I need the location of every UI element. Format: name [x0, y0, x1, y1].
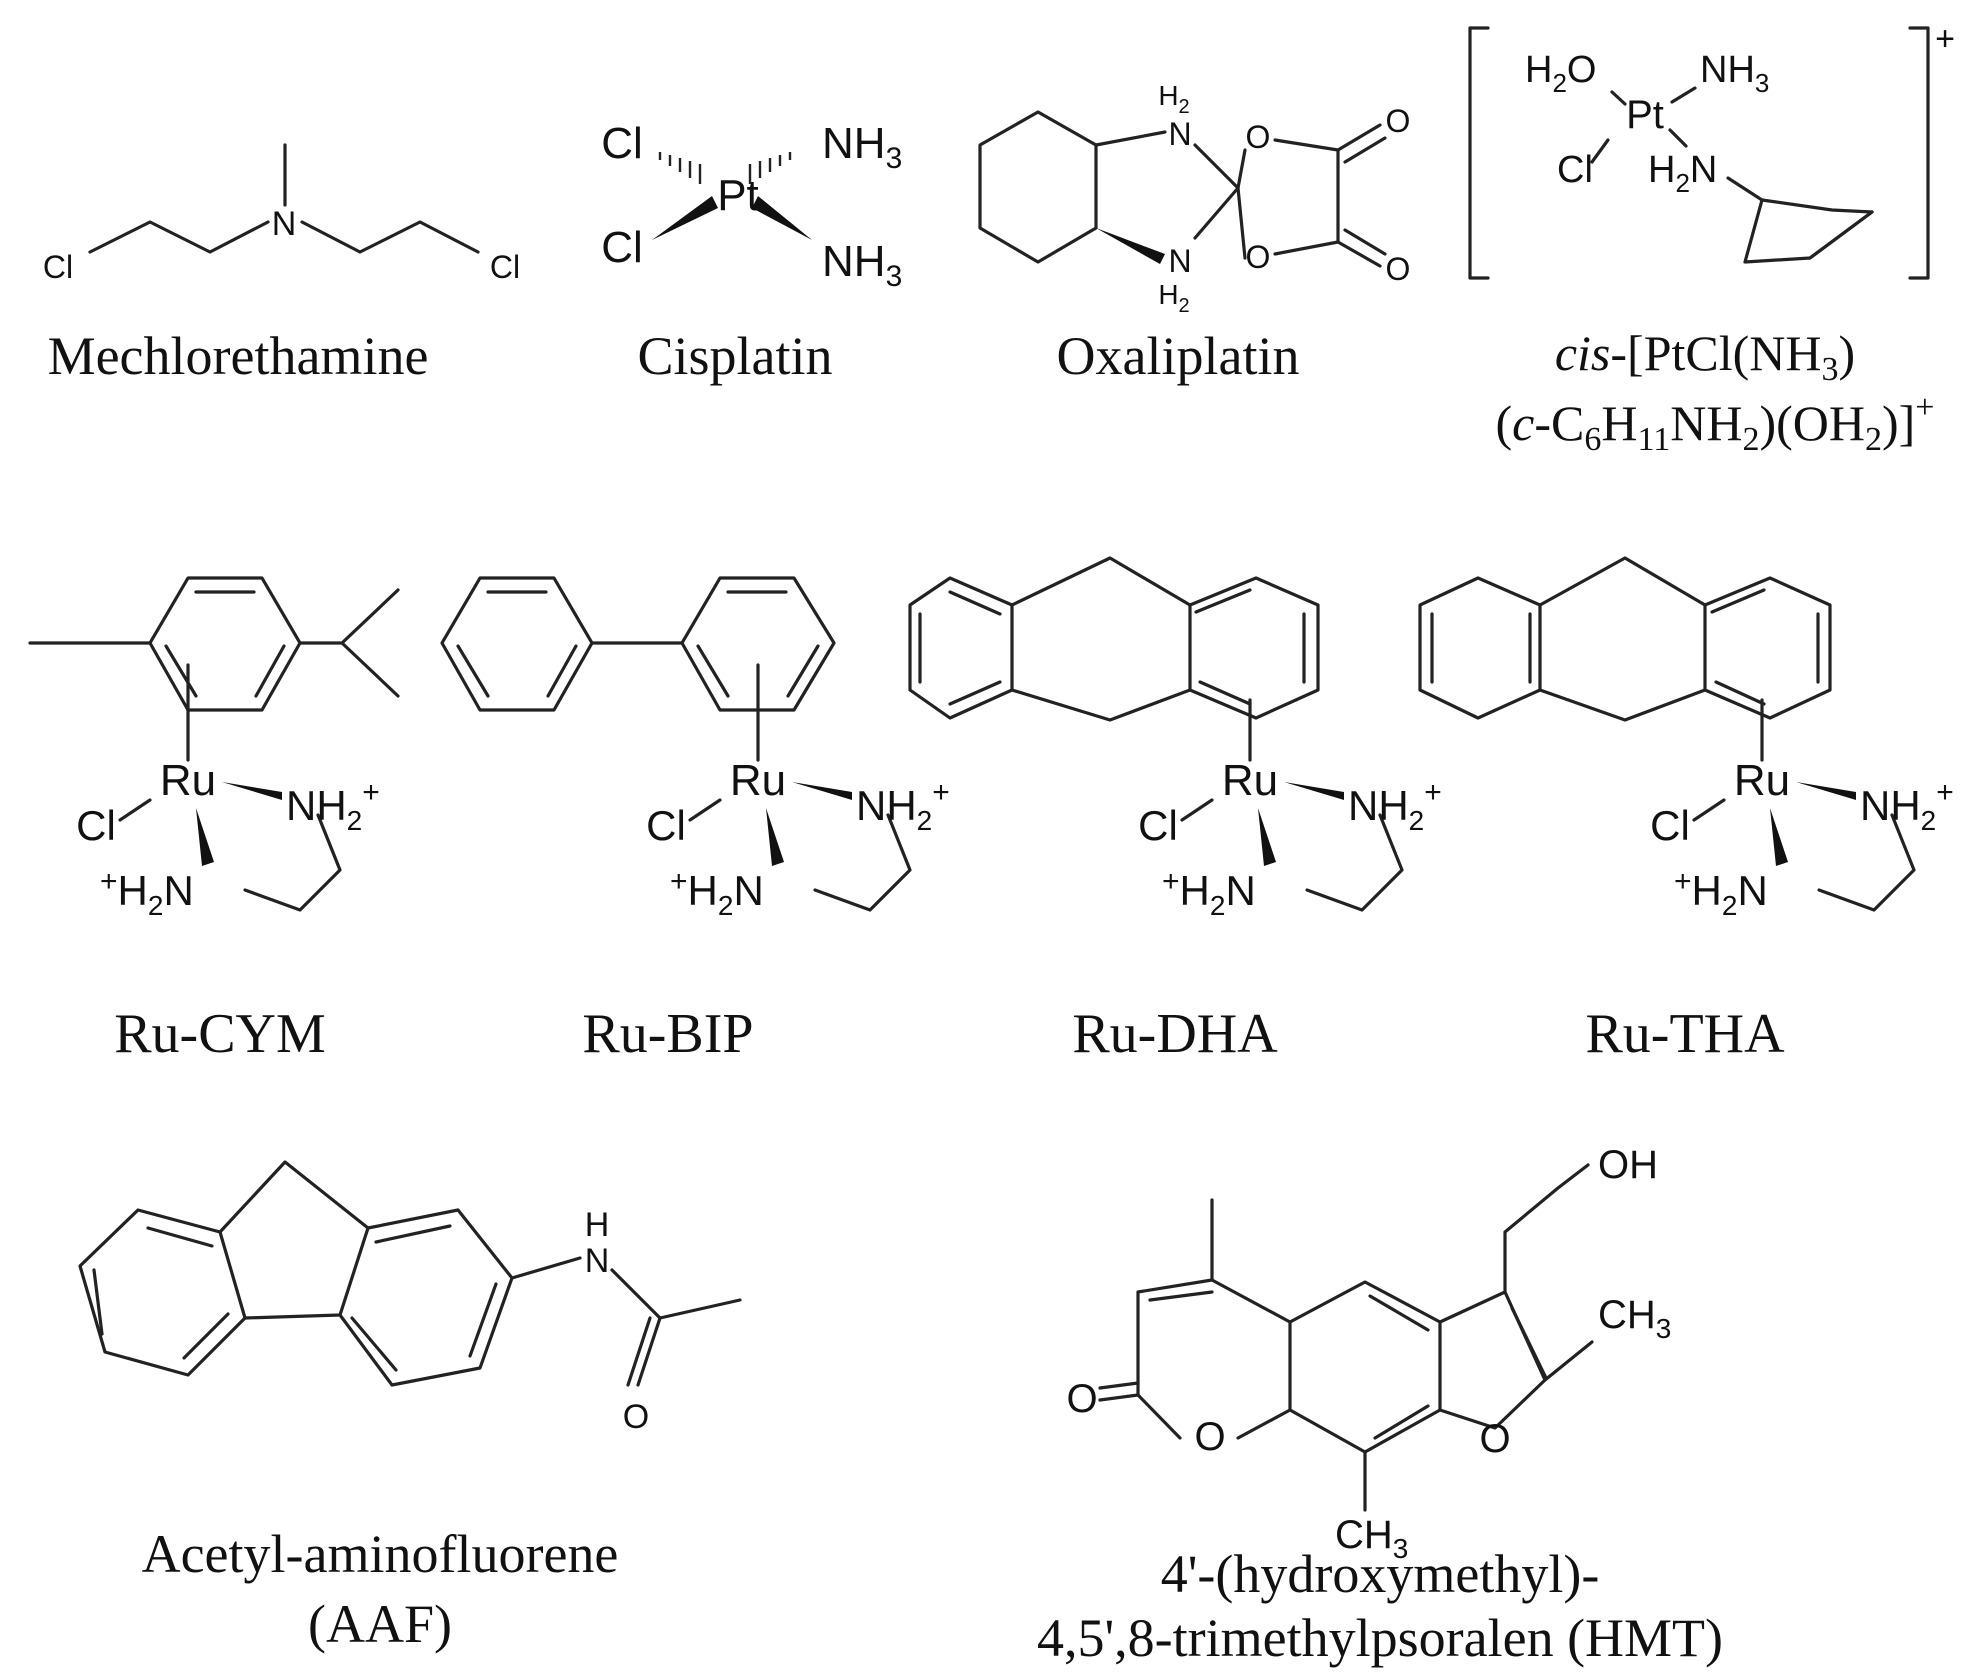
cisplatin-nh3-bottom-atom: NH3	[822, 237, 902, 293]
ru-dha-label: Ru-DHA	[1072, 1003, 1278, 1065]
ru-h2n-atom: +H2N	[1162, 865, 1256, 921]
ru-bip-coordination: Ru Cl NH2+ +H2N	[646, 756, 950, 921]
ru-cl-atom: Cl	[76, 802, 116, 849]
oxaliplatin-n-top-atom: N	[1168, 116, 1191, 152]
cisplatin-nh3-top-atom: NH3	[822, 119, 902, 175]
ru-nh2-atom: NH2+	[286, 776, 380, 836]
oxaliplatin-o1-atom: O	[1246, 119, 1271, 155]
pt-complex-charge: +	[1935, 20, 1955, 58]
ru-cym-coordination: Ru Cl NH2+ +H2N	[76, 756, 380, 921]
ru-cl-atom: Cl	[646, 802, 686, 849]
ru-atom: Ru	[730, 756, 786, 805]
aaf-o-atom: O	[623, 1398, 649, 1436]
ru-cl-atom: Cl	[1138, 802, 1178, 849]
ru-cym-label: Ru-CYM	[114, 1003, 326, 1065]
pt-complex-h2o-atom: H2O	[1525, 49, 1596, 98]
oxaliplatin-o2-atom: O	[1246, 239, 1271, 275]
pt-complex-label-line1: cis-[PtCl(NH3)	[1555, 325, 1855, 388]
ru-tha-structure	[1418, 556, 1832, 762]
ru-atom: Ru	[1222, 756, 1278, 805]
ru-atom: Ru	[160, 756, 216, 805]
ru-dha-structure	[908, 556, 1320, 762]
pt-complex-label-line2: (c-C6H11NH2)(OH2)]+	[1496, 389, 1935, 458]
mechlorethamine-n-atom: N	[272, 205, 297, 243]
aaf-n-atom: N	[585, 1242, 610, 1280]
pt-complex-pt-atom: Pt	[1626, 93, 1664, 137]
ru-cl-atom: Cl	[1650, 802, 1690, 849]
ru-nh2-atom: NH2+	[1860, 776, 1954, 836]
hmt-carbonyl-o-atom: O	[1066, 1377, 1097, 1421]
pt-complex-nh3-atom: NH3	[1700, 49, 1769, 98]
mechlorethamine-cl-right-atom: Cl	[490, 249, 520, 285]
oxaliplatin-structure: N H2 N H2 O O O O	[978, 80, 1411, 317]
mechlorethamine-cl-left-atom: Cl	[43, 249, 73, 285]
hmt-ring-o-atom: O	[1194, 1415, 1225, 1459]
ru-tha-label: Ru-THA	[1585, 1003, 1785, 1065]
oxaliplatin-h2-top-atom: H2	[1158, 80, 1189, 118]
ru-dha-coordination: Ru Cl NH2+ +H2N	[1138, 756, 1442, 921]
cisplatin-structure: Pt Cl Cl NH3 NH3	[601, 119, 902, 293]
cisplatin-cl-bottom-atom: Cl	[601, 223, 643, 272]
aaf-h-atom: H	[585, 1206, 610, 1244]
mechlorethamine-structure: N Cl Cl	[43, 143, 520, 285]
hmt-ch3-right-atom: CH3	[1598, 1293, 1671, 1344]
aaf-structure: N H O	[78, 1160, 742, 1436]
hmt-structure: OH CH3 CH3 O O O	[1066, 1143, 1671, 1564]
ru-atom: Ru	[1734, 756, 1790, 805]
ru-h2n-atom: +H2N	[100, 865, 194, 921]
ru-nh2-atom: NH2+	[1348, 776, 1442, 836]
hmt-label-line1: 4'-(hydroxymethyl)-	[1161, 1544, 1600, 1604]
oxaliplatin-n-bottom-atom: N	[1168, 243, 1191, 279]
oxaliplatin-label: Oxaliplatin	[1057, 326, 1300, 386]
cisplatin-pt-atom: Pt	[717, 171, 759, 220]
ru-bip-structure	[440, 576, 836, 762]
hmt-oh-atom: OH	[1598, 1143, 1658, 1187]
ru-tha-coordination: Ru Cl NH2+ +H2N	[1650, 756, 1954, 921]
ru-nh2-atom: NH2+	[856, 776, 950, 836]
aaf-label-line1: Acetyl-aminofluorene	[142, 1524, 619, 1584]
aaf-label-line2: (AAF)	[308, 1594, 452, 1654]
pt-complex-structure: + Pt H2O NH3 Cl H2N	[1468, 20, 1955, 280]
ru-h2n-atom: +H2N	[1674, 865, 1768, 921]
oxaliplatin-h2-bottom-atom: H2	[1158, 279, 1189, 317]
ru-bip-label: Ru-BIP	[582, 1003, 753, 1065]
oxaliplatin-o4-atom: O	[1386, 251, 1411, 287]
hmt-furan-o-atom: O	[1479, 1417, 1510, 1461]
cisplatin-label: Cisplatin	[637, 326, 832, 386]
cisplatin-cl-top-atom: Cl	[601, 119, 643, 168]
pt-complex-cl-atom: Cl	[1557, 149, 1593, 191]
mechlorethamine-label: Mechlorethamine	[48, 326, 429, 386]
hmt-ch3-bottom-atom: CH3	[1335, 1513, 1408, 1564]
oxaliplatin-o3-atom: O	[1386, 103, 1411, 139]
hmt-label-line2: 4,5',8-trimethylpsoralen (HMT)	[1037, 1608, 1723, 1668]
ru-h2n-atom: +H2N	[670, 865, 764, 921]
pt-complex-h2n-atom: H2N	[1648, 149, 1717, 198]
ru-cym-structure	[28, 576, 400, 762]
